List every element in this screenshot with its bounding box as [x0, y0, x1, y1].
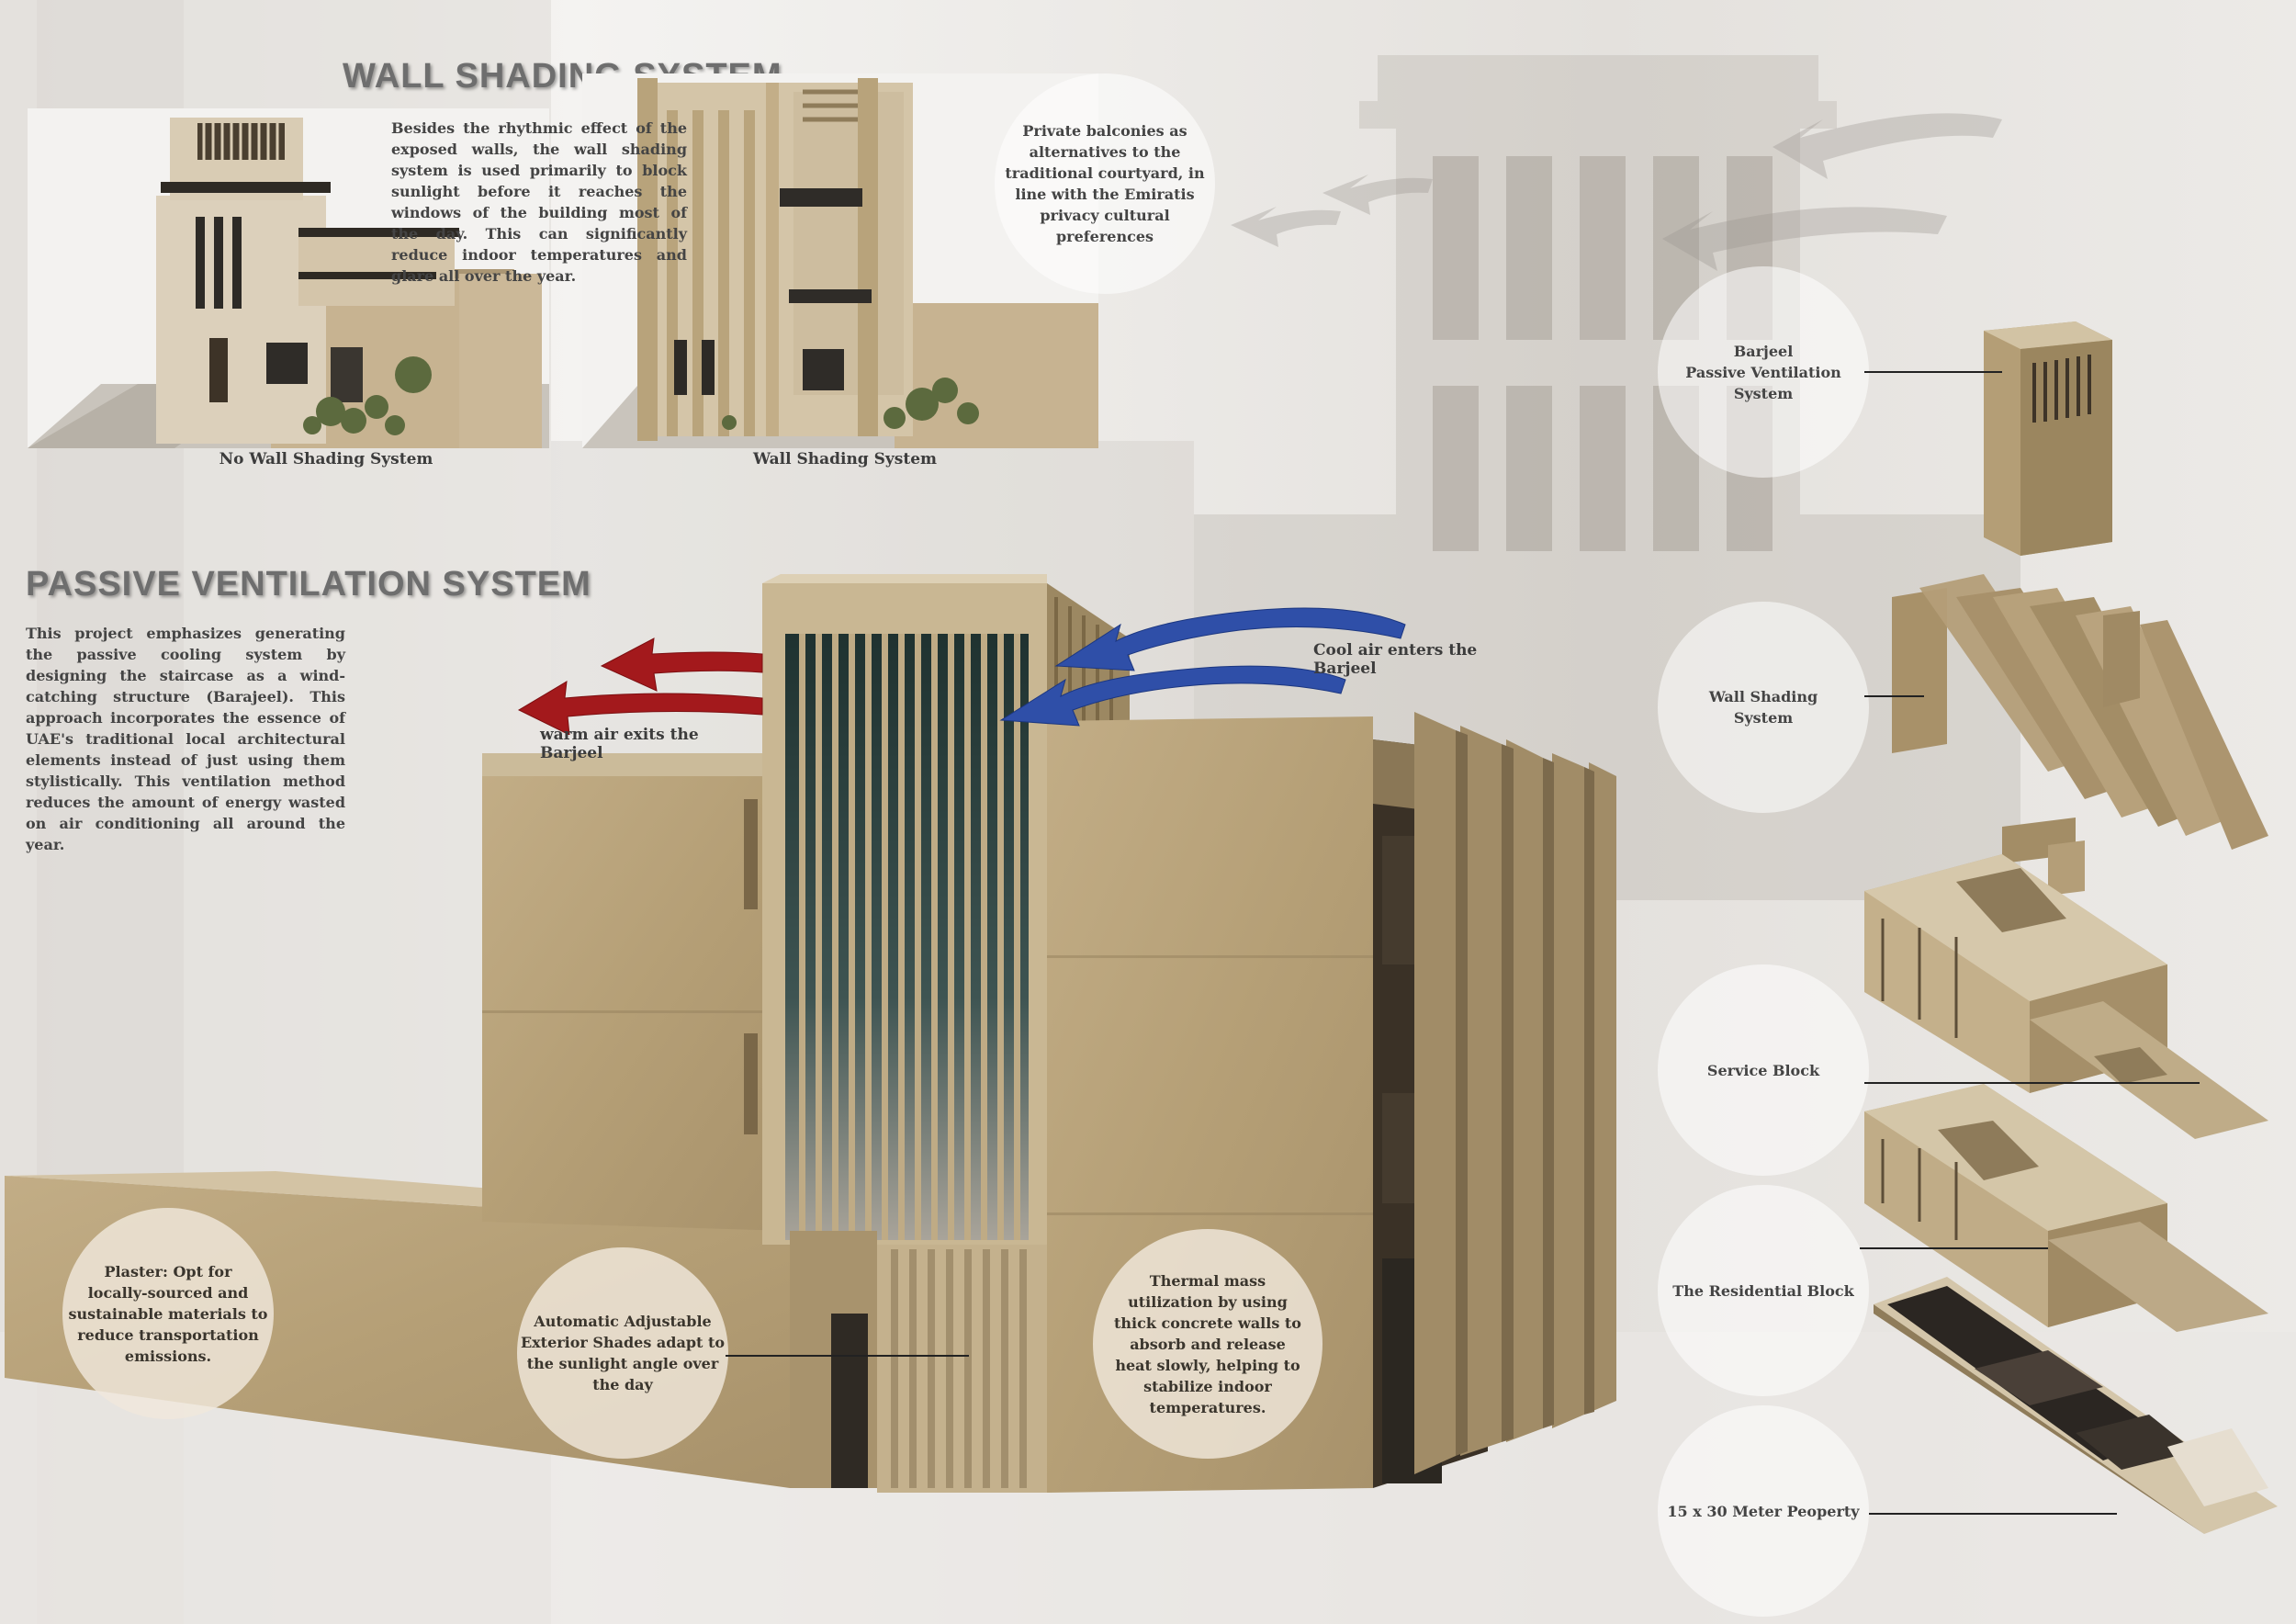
- axon-residential-block: [1864, 1084, 2268, 1332]
- shade-louver: [816, 634, 822, 1240]
- property-label-circle: 15 x 30 Meter Peoperty: [1658, 1405, 1869, 1617]
- shades-leader-line: [726, 1355, 969, 1357]
- render-wall-shading: [582, 73, 1098, 448]
- shade-louver: [799, 634, 805, 1240]
- cool-air-arrow-upper: [1054, 607, 1406, 671]
- shade-louver: [865, 634, 872, 1240]
- caption-wall-shading: Wall Shading System: [752, 450, 937, 468]
- shade-louver: [915, 634, 921, 1240]
- warm-air-arrow-lower: [517, 681, 763, 735]
- shades-callout: Automatic Adjustable Exterior Shades ada…: [520, 1313, 726, 1393]
- service-label: Service Block: [1706, 1061, 1820, 1079]
- service-leader-line: [1864, 1082, 2200, 1084]
- warm-air-arrow-upper: [600, 637, 763, 692]
- plaster-callout-circle: Plaster: Opt for locally-sourced and sus…: [62, 1208, 274, 1419]
- thermal-callout-circle: Thermal mass utilization by using thick …: [1093, 1229, 1322, 1459]
- caption-no-wall-shading: No Wall Shading System: [219, 450, 433, 468]
- shade-louver: [964, 634, 971, 1240]
- axon-wall-shading: [1892, 574, 2268, 896]
- balconies-note: Private balconies as alternatives to the…: [1005, 122, 1205, 245]
- shade-louver: [898, 634, 905, 1240]
- wall-shading-label-circle: Wall Shading System: [1658, 602, 1869, 813]
- wall-shading-label: Wall Shading System: [1708, 688, 1818, 727]
- warm-air-label: warm air exits the Barjeel: [540, 726, 699, 762]
- balconies-note-circle: Private balconies as alternatives to the…: [995, 73, 1215, 294]
- plaster-callout: Plaster: Opt for locally-sourced and sus…: [68, 1262, 268, 1365]
- residential-label-circle: The Residential Block: [1658, 1185, 1869, 1396]
- property-leader-line: [1869, 1513, 2117, 1515]
- shade-louver: [832, 634, 838, 1240]
- wall-shading-leader-line: [1864, 695, 1924, 697]
- shade-louver: [882, 634, 888, 1240]
- shade-louver: [1014, 634, 1020, 1240]
- air-flow-arrows: [517, 607, 1406, 735]
- shade-louver: [931, 634, 938, 1240]
- residential-label: The Residential Block: [1672, 1281, 1854, 1300]
- axon-service-block: [1864, 854, 2268, 1139]
- shade-louver: [981, 634, 987, 1240]
- barjeel-label: Barjeel Passive Ventilation System: [1685, 342, 1841, 402]
- shade-louver: [997, 634, 1004, 1240]
- passive-ventilation-title: PASSIVE VENTILATION SYSTEM: [26, 565, 591, 603]
- axon-property: [1874, 1277, 2278, 1534]
- axon-barjeel: [1984, 321, 2112, 556]
- service-label-circle: Service Block: [1658, 964, 1869, 1176]
- shade-louver: [849, 634, 855, 1240]
- barjeel-label-circle: Barjeel Passive Ventilation System: [1658, 266, 1869, 478]
- passive-ventilation-description: This project emphasizes generating the p…: [26, 625, 345, 853]
- thermal-callout: Thermal mass utilization by using thick …: [1114, 1271, 1301, 1416]
- shades-callout-circle: Automatic Adjustable Exterior Shades ada…: [517, 1247, 728, 1459]
- shade-louver: [948, 634, 954, 1240]
- wall-shading-description: Besides the rhythmic effect of the expos…: [391, 119, 687, 285]
- render-no-wall-shading: [28, 108, 549, 448]
- barjeel-leader-line: [1864, 371, 2002, 373]
- residential-leader-line: [1860, 1247, 2048, 1249]
- property-label: 15 x 30 Meter Peoperty: [1667, 1502, 1860, 1520]
- cool-air-arrow-lower: [999, 665, 1346, 727]
- cool-air-label: Cool air enters the Barjeel: [1313, 641, 1478, 678]
- exploded-axonometric: [1864, 321, 2278, 1534]
